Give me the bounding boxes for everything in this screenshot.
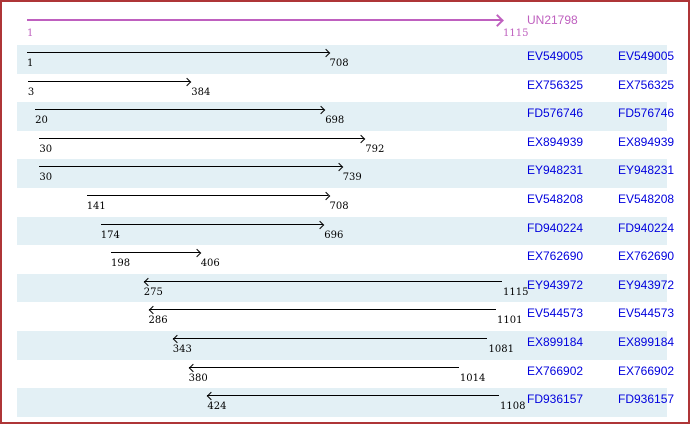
arrowhead-left-icon: [207, 391, 216, 401]
arrowhead-right-icon: [334, 163, 343, 172]
reference-row: UN21798 1 1115: [2, 10, 688, 45]
alignment-arrow-line: [207, 395, 500, 397]
est-row: 30 792 EX894939 EX894939: [2, 131, 688, 160]
accession-link[interactable]: EV548208: [527, 191, 584, 206]
alignment-start-coordinate: 20: [35, 115, 48, 127]
est-row: 198 406 EX762690 EX762690: [2, 245, 688, 274]
est-row: 3 384 EX756325 EX756325: [2, 74, 688, 103]
accession-link-secondary[interactable]: FD936157: [618, 392, 675, 407]
alignment-arrow-line: [86, 194, 329, 196]
reference-arrow-line: [27, 19, 502, 21]
arrowhead-right-icon: [321, 191, 330, 201]
alignment-arrow-line: [143, 280, 502, 282]
accession-link-secondary[interactable]: EX899184: [618, 334, 675, 349]
accession-link-secondary[interactable]: EX762690: [618, 249, 675, 264]
accession-link[interactable]: EV544573: [527, 306, 584, 321]
est-row: 30 739 EY948231 EY948231: [2, 159, 688, 188]
accession-link-secondary[interactable]: EX894939: [618, 134, 675, 149]
arrowhead-left-icon: [188, 363, 197, 372]
alignment-arrow-line: [27, 52, 329, 53]
accession-link[interactable]: FD576746: [527, 106, 584, 121]
alignment-start-coordinate: 286: [148, 315, 168, 327]
est-row: 1 708 EV549005 EV549005: [2, 45, 688, 74]
arrowhead-right-icon: [183, 77, 192, 86]
est-row: 20 698 FD576746 FD576746: [2, 102, 688, 131]
alignment-arrow-line: [172, 337, 488, 339]
reference-start-coordinate: 1: [27, 28, 34, 39]
alignment-arrow-line: [188, 366, 459, 368]
est-row: 343 1081 EX899184 EX899184: [2, 330, 688, 360]
accession-link-secondary[interactable]: EX766902: [618, 363, 675, 378]
alignment-arrow-line: [111, 252, 200, 254]
est-row: 141 708 EV548208 EV548208: [2, 188, 688, 217]
alignment-end-coordinate: 384: [191, 86, 211, 98]
alignment-end-coordinate: 708: [329, 58, 349, 69]
accession-link[interactable]: EX762690: [527, 249, 584, 264]
est-row: 286 1101 EV544573 EV544573: [2, 302, 688, 331]
alignment-rows: 1 708 EV549005 EV549005 3 384 EX756325 EX756325…: [2, 45, 688, 417]
est-row: 380 1014 EX766902 EX766902: [2, 360, 688, 389]
alignment-end-coordinate: 1101: [497, 315, 523, 327]
alignment-end-coordinate: 792: [365, 143, 385, 155]
alignment-end-coordinate: 698: [325, 115, 345, 127]
accession-link[interactable]: EX766902: [527, 363, 584, 378]
alignment-arrow-line: [100, 223, 324, 225]
alignment-arrow-line: [39, 137, 365, 139]
arrowhead-right-icon: [357, 134, 366, 144]
accession-link[interactable]: EX756325: [527, 77, 584, 92]
alignment-start-coordinate: 275: [143, 286, 163, 298]
accession-link-secondary[interactable]: FD576746: [618, 106, 675, 121]
alignment-end-coordinate: 1108: [500, 401, 526, 413]
arrowhead-left-icon: [143, 277, 153, 286]
alignment-arrow-line: [35, 109, 325, 111]
accession-link-secondary[interactable]: FD940224: [618, 220, 675, 235]
accession-link-secondary[interactable]: EV548208: [618, 191, 675, 206]
alignment-start-coordinate: 30: [39, 172, 53, 184]
accession-link-secondary[interactable]: EV549005: [618, 49, 675, 63]
accession-link[interactable]: EX894939: [527, 134, 584, 149]
accession-link[interactable]: FD936157: [527, 392, 584, 407]
est-row: 174 696 FD940224 FD940224: [2, 216, 688, 246]
arrowhead-left-icon: [148, 306, 157, 315]
alignment-end-coordinate: 1014: [459, 372, 486, 384]
alignment-start-coordinate: 3: [27, 86, 35, 98]
accession-link[interactable]: EX899184: [527, 334, 584, 349]
alignment-end-coordinate: 406: [200, 258, 220, 270]
alignment-arrow-line: [27, 80, 191, 82]
arrowhead-right-icon: [316, 105, 326, 115]
accession-link-secondary[interactable]: EX756325: [618, 77, 675, 92]
accession-link[interactable]: FD940224: [527, 220, 584, 235]
alignment-end-coordinate: 1115: [503, 286, 529, 298]
accession-link-secondary[interactable]: EY948231: [618, 163, 675, 178]
alignment-start-coordinate: 141: [86, 200, 106, 212]
accession-link[interactable]: EY943972: [527, 277, 584, 292]
arrowhead-right-icon: [192, 248, 201, 258]
arrowhead-right-icon: [316, 220, 325, 229]
alignment-start-coordinate: 198: [111, 258, 131, 270]
accession-link[interactable]: EV549005: [527, 49, 584, 63]
arrowhead-right-icon: [491, 14, 504, 27]
accession-link-secondary[interactable]: EY943972: [618, 277, 675, 292]
reference-name: UN21798: [527, 13, 578, 27]
alignment-end-coordinate: 708: [329, 200, 349, 212]
alignment-end-coordinate: 1081: [488, 343, 514, 355]
alignment-end-coordinate: 739: [342, 172, 362, 184]
alignment-start-coordinate: 30: [39, 143, 53, 155]
alignment-end-coordinate: 696: [324, 229, 344, 241]
alignment-arrow-line: [148, 309, 496, 311]
reference-end-coordinate: 1115: [503, 28, 529, 39]
alignment-start-coordinate: 380: [188, 372, 208, 384]
alignment-arrow-line: [39, 166, 342, 168]
arrowhead-right-icon: [321, 48, 330, 58]
alignment-start-coordinate: 1: [27, 58, 34, 69]
accession-link[interactable]: EY948231: [527, 163, 584, 178]
arrowhead-left-icon: [172, 334, 182, 344]
alignment-start-coordinate: 343: [172, 343, 192, 355]
alignment-start-coordinate: 174: [100, 229, 120, 241]
accession-link-secondary[interactable]: EV544573: [618, 306, 675, 321]
alignment-start-coordinate: 424: [207, 401, 227, 413]
